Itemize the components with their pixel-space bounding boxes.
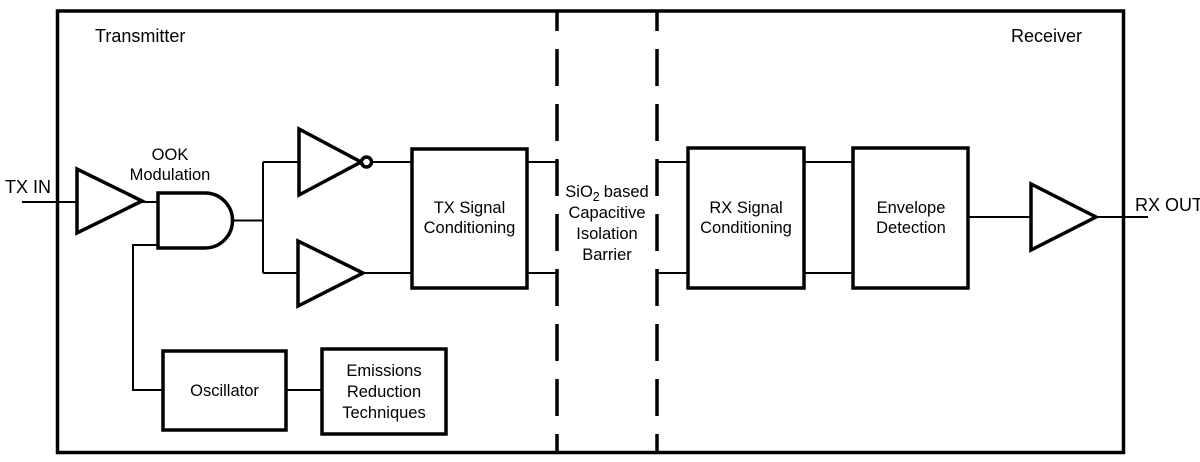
wires bbox=[22, 161, 1148, 391]
envelope-detection-label-line1: Envelope bbox=[877, 199, 946, 217]
tx-signal-conditioning-label-line2: Conditioning bbox=[424, 219, 516, 237]
emissions-reduction-label-line2: Reduction bbox=[347, 383, 421, 401]
isolation-barrier-label-line2: Capacitive bbox=[568, 204, 645, 222]
top-inverter bbox=[297, 126, 374, 198]
chip-outline-box bbox=[55, 9, 1126, 455]
inverter-bubble-icon bbox=[359, 155, 374, 169]
emissions-reduction-box bbox=[320, 347, 448, 436]
and-gate-icon bbox=[156, 191, 235, 250]
barrier-based-text: based bbox=[604, 183, 649, 201]
output-buffer-icon bbox=[1029, 181, 1100, 253]
ook-modulation-label-line1: OOK bbox=[152, 146, 189, 164]
rx-signal-conditioning-label-line2: Conditioning bbox=[700, 219, 792, 237]
rx-signal-conditioning-block: RX Signal Conditioning bbox=[686, 146, 806, 290]
rx-out-port-label: RX OUT bbox=[1135, 195, 1200, 215]
barrier-sio-text: SiO bbox=[565, 183, 593, 201]
ook-modulation-label: OOK Modulation bbox=[130, 146, 211, 184]
isolation-barrier-label-line1: SiO2 based bbox=[565, 183, 648, 204]
emissions-reduction-label-line1: Emissions bbox=[346, 362, 421, 380]
isolation-barrier-label-line4: Barrier bbox=[582, 246, 632, 264]
rx-signal-conditioning-label-line1: RX Signal bbox=[709, 199, 782, 217]
oscillator-label: Oscillator bbox=[190, 382, 259, 400]
receiver-region-label: Receiver bbox=[1011, 26, 1082, 46]
rx-signal-conditioning-box bbox=[686, 146, 806, 290]
envelope-detection-box bbox=[851, 146, 970, 290]
tx-in-port-label: TX IN bbox=[5, 177, 51, 197]
transmitter-region-label: Transmitter bbox=[95, 26, 185, 46]
oscillator-box bbox=[161, 349, 288, 432]
isolation-barrier-label-line3: Isolation bbox=[576, 225, 637, 243]
barrier-subscript-2: 2 bbox=[593, 190, 600, 204]
tx-signal-conditioning-label-line1: TX Signal bbox=[434, 199, 506, 217]
emissions-reduction-block: Emissions Reduction Techniques bbox=[320, 347, 448, 436]
envelope-detection-label-line2: Detection bbox=[876, 219, 946, 237]
input-buffer-icon bbox=[75, 166, 146, 236]
tx-signal-conditioning-block: TX Signal Conditioning bbox=[410, 147, 529, 290]
tx-signal-conditioning-box bbox=[410, 147, 529, 290]
bottom-buffer-icon bbox=[296, 238, 367, 309]
oscillator-block: Oscillator bbox=[161, 349, 288, 432]
envelope-detection-block: Envelope Detection bbox=[851, 146, 970, 290]
isolation-barrier-label: SiO2 based Capacitive Isolation Barrier bbox=[565, 183, 648, 264]
emissions-reduction-label-line3: Techniques bbox=[342, 404, 425, 422]
inverter-icon bbox=[297, 126, 365, 198]
ook-modulation-label-line2: Modulation bbox=[130, 166, 211, 184]
wire-oscillator-to-and-gate bbox=[132, 244, 163, 391]
